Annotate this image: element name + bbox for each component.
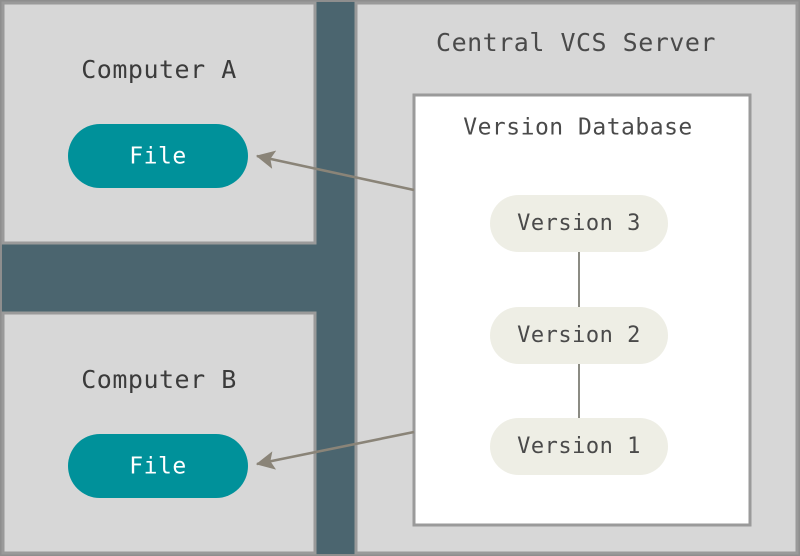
version-2-label: Version 2	[517, 323, 641, 348]
computer-a-file-pill[interactable]	[68, 124, 248, 188]
version-1-label: Version 1	[517, 434, 641, 459]
version-3-node[interactable]: Version 3	[490, 195, 668, 252]
version-database-title: Version Database	[463, 115, 693, 141]
version-3-pill[interactable]	[490, 195, 668, 252]
computer-b-file-pill[interactable]	[68, 434, 248, 498]
version-2-node[interactable]: Version 2	[490, 307, 668, 364]
version-1-pill[interactable]	[490, 418, 668, 475]
central-vcs-server-panel: Central VCS Server Version Database Vers…	[354, 1, 799, 555]
arrow-to-computer-b	[255, 430, 415, 470]
computer-b-panel: Computer B File	[1, 311, 317, 555]
computer-b-file-node[interactable]: File	[68, 434, 248, 498]
computer-a-file-label: File	[129, 144, 186, 170]
computer-b-file-label: File	[129, 454, 186, 480]
version-2-pill[interactable]	[490, 307, 668, 364]
computer-b-box	[1, 311, 317, 555]
computer-a-title: Computer A	[81, 55, 237, 84]
central-vcs-server-title: Central VCS Server	[436, 28, 716, 57]
version-1-node[interactable]: Version 1	[490, 418, 668, 475]
computer-b-title: Computer B	[81, 365, 237, 394]
version-database-panel: Version Database Version 3 Version 2	[412, 93, 752, 527]
computer-a-file-node[interactable]: File	[68, 124, 248, 188]
version-3-label: Version 3	[517, 211, 641, 236]
arrow-to-computer-a	[255, 150, 415, 192]
computer-a-panel: Computer A File	[1, 1, 317, 245]
computer-a-box	[1, 1, 317, 245]
